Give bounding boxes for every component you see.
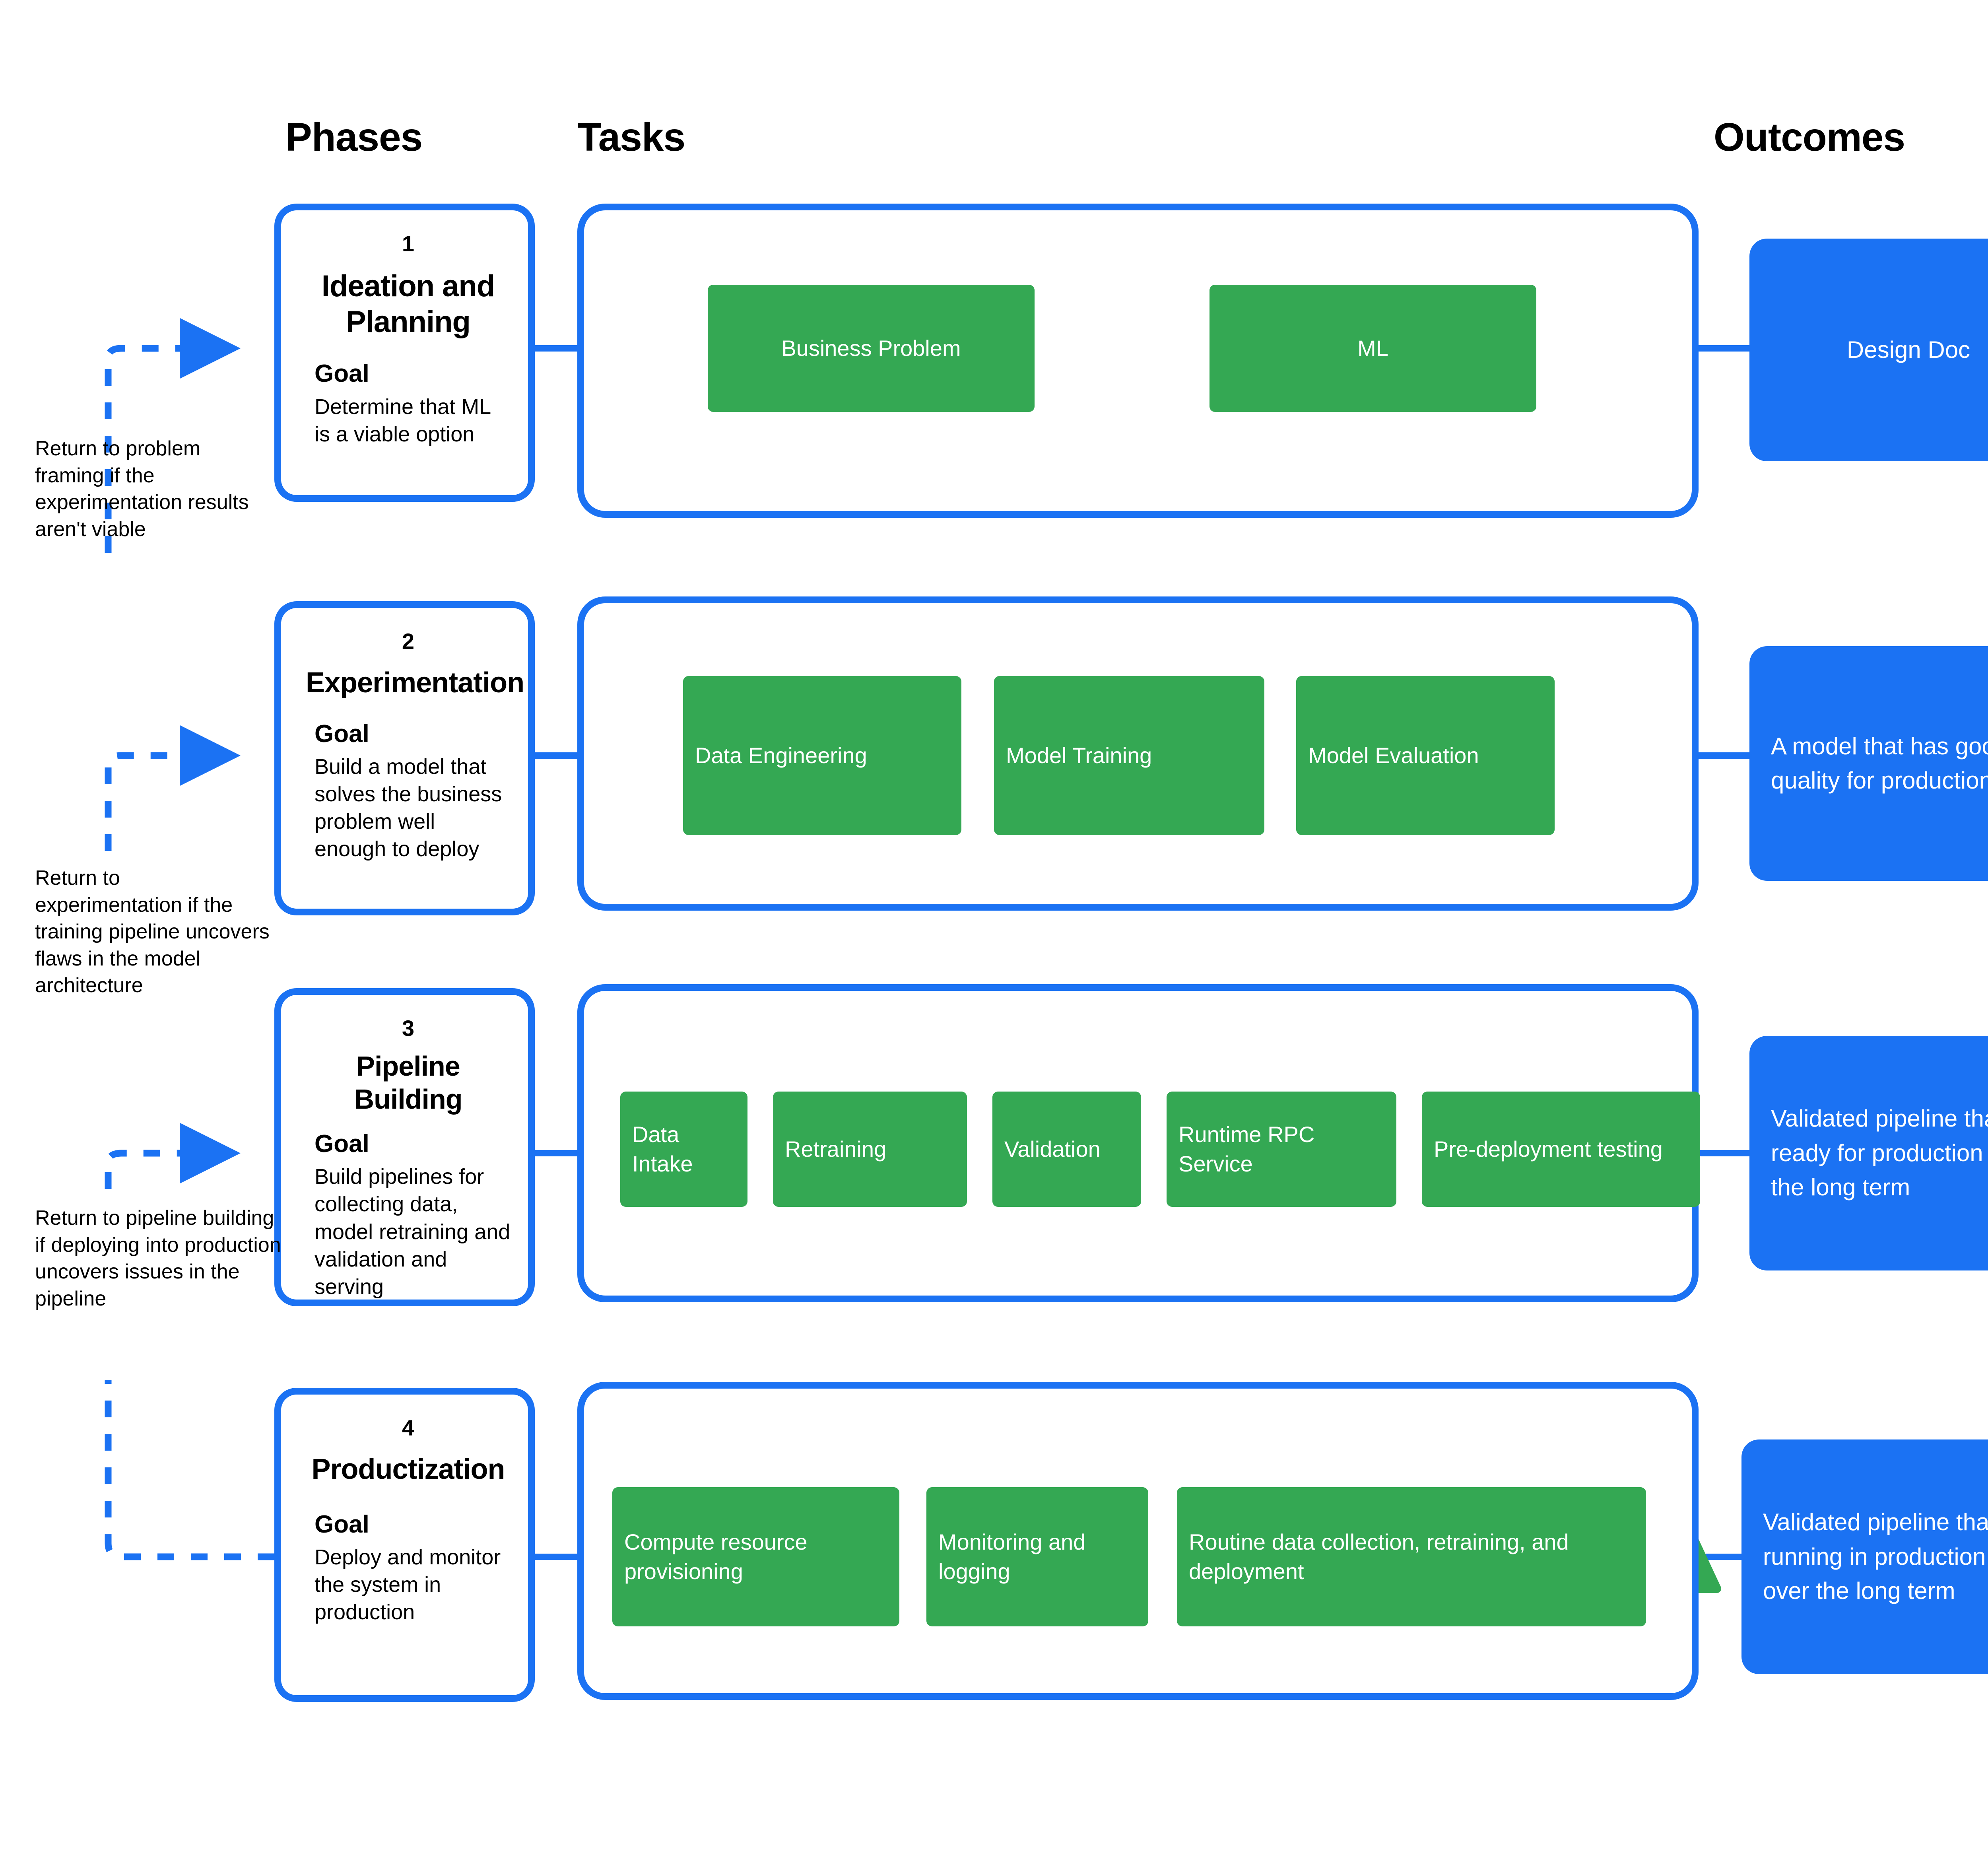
outcome-box-1[interactable]: Design Doc	[1749, 239, 1988, 461]
task-box-business-problem[interactable]: Business Problem	[708, 285, 1035, 412]
phase-title-4: Productization	[311, 1453, 505, 1485]
phase-to-tasks-connectors	[535, 345, 577, 1560]
phase-title-3: Pipeline Building	[354, 1051, 463, 1115]
goal-label-2: Goal	[315, 720, 369, 748]
feedback-arrow-from-phase-4	[105, 1380, 274, 1560]
feedback-arrow-to-phase-2	[105, 725, 241, 851]
task-box-routine-data-collection[interactable]: Routine data collection, retraining, and…	[1177, 1487, 1646, 1626]
phase-number-1: 1	[402, 231, 415, 256]
task-box-compute-resource-provisioning[interactable]: Compute resource provisioning	[612, 1487, 899, 1626]
goal-label-1: Goal	[315, 360, 369, 388]
feedback-note-2: Return to experimentation if the trainin…	[35, 866, 270, 997]
feedback-note-1: Return to problem framing if the experim…	[35, 437, 249, 541]
phase-number-4: 4	[402, 1415, 415, 1440]
phase-card-2[interactable]: 2 Experimentation Goal Build a model tha…	[274, 601, 535, 915]
task-row-2: Data Engineering Model Training Model Ev…	[683, 676, 1555, 835]
phase-card-1[interactable]: 1 Ideation and Planning Goal Determine t…	[274, 204, 535, 502]
phase-card-4[interactable]: 4 Productization Goal Deploy and monitor…	[274, 1388, 535, 1702]
column-heading-outcomes: Outcomes	[1714, 115, 1905, 159]
phase-number-2: 2	[402, 629, 415, 654]
task-row-3: Data Intake Retraining Validation Runtim…	[620, 1092, 1700, 1207]
task-box-data-engineering[interactable]: Data Engineering	[683, 676, 961, 835]
goal-text-4: Deploy and monitor the system in product…	[315, 1545, 501, 1624]
task-box-validation[interactable]: Validation	[992, 1092, 1141, 1207]
outcome-box-4[interactable]: Validated pipeline that's running in pro…	[1741, 1439, 1988, 1674]
tasks-to-outcome-connectors	[1698, 345, 1749, 1560]
goal-label-4: Goal	[315, 1510, 369, 1538]
task-box-retraining[interactable]: Retraining	[773, 1092, 967, 1207]
task-row-1: Business Problem ML	[708, 285, 1536, 412]
task-box-runtime-rpc-service[interactable]: Runtime RPC Service	[1167, 1092, 1396, 1207]
phase-title-1: Ideation and Planning	[321, 269, 495, 339]
phase-number-3: 3	[402, 1016, 415, 1041]
task-box-model-training[interactable]: Model Training	[994, 676, 1264, 835]
column-heading-phases: Phases	[285, 115, 423, 159]
phase-card-3[interactable]: 3 Pipeline Building Goal Build pipelines…	[274, 988, 535, 1306]
feedback-note-3: Return to pipeline building if deploying…	[35, 1206, 281, 1310]
task-box-data-intake[interactable]: Data Intake	[620, 1092, 747, 1207]
task-row-4: Compute resource provisioning Monitoring…	[612, 1487, 1646, 1626]
task-box-ml[interactable]: ML	[1209, 285, 1536, 412]
phase-goal-1: Goal Determine that ML is a viable optio…	[306, 360, 511, 448]
goal-text-2: Build a model that solves the business p…	[315, 755, 502, 861]
phase-title-2: Experimentation	[306, 667, 524, 699]
phase-goal-4: Goal Deploy and monitor the system in pr…	[306, 1511, 511, 1626]
outcome-box-3[interactable]: Validated pipeline that's ready for prod…	[1749, 1036, 1988, 1270]
task-box-monitoring-and-logging[interactable]: Monitoring and logging	[926, 1487, 1148, 1626]
goal-text-3: Build pipelines for collecting data, mod…	[315, 1165, 511, 1299]
task-box-pre-deployment-testing[interactable]: Pre-deployment testing	[1422, 1092, 1700, 1207]
goal-text-1: Determine that ML is a viable option	[315, 394, 491, 446]
column-heading-tasks: Tasks	[577, 115, 685, 159]
goal-label-3: Goal	[315, 1130, 369, 1158]
outcome-box-2[interactable]: A model that has good quality for produc…	[1749, 646, 1988, 881]
task-box-model-evaluation[interactable]: Model Evaluation	[1296, 676, 1555, 835]
phase-goal-3: Goal Build pipelines for collecting data…	[306, 1130, 511, 1301]
phase-goal-2: Goal Build a model that solves the busin…	[306, 720, 511, 863]
feedback-arrow-to-phase-3	[105, 1123, 241, 1189]
